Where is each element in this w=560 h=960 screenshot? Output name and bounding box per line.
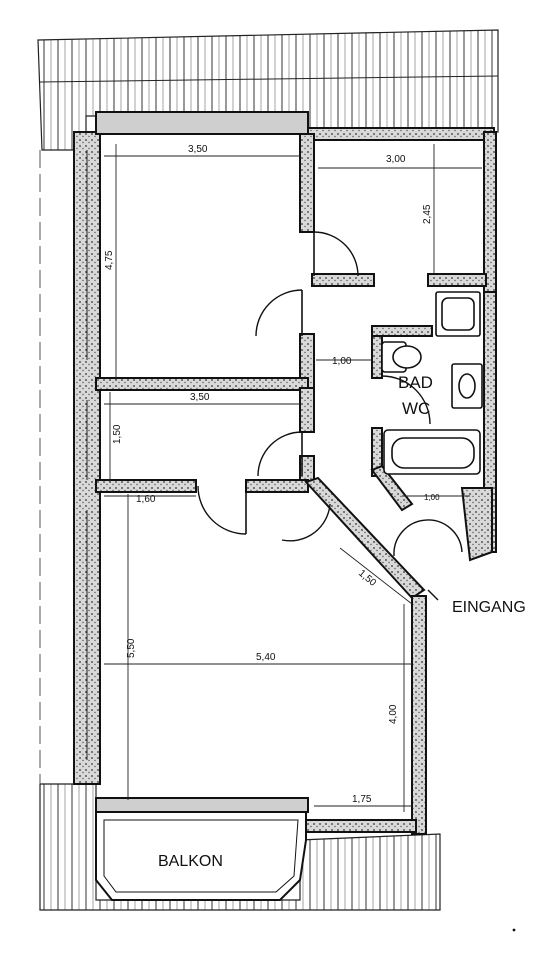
wall-room1-room2: [299, 133, 315, 233]
dim-bath-bottom: 1,00: [424, 493, 440, 502]
wall-room2-bottom: [311, 273, 375, 287]
wall-room1-room3: [95, 377, 309, 391]
dim-living-diag: 1,50: [356, 568, 378, 589]
wall-diagonal-entry: [370, 464, 414, 512]
dim-room2-depth: 2,45: [422, 204, 433, 224]
wall-living-right: [411, 595, 427, 835]
wall-room3-bottom: [95, 479, 197, 493]
dim-room1-width: 3,50: [188, 144, 208, 155]
doors: [197, 230, 463, 601]
wall-right-room2: [483, 131, 497, 293]
dim-living-bottom: 1,75: [352, 794, 372, 805]
dim-living-right-depth: 4,00: [388, 704, 399, 724]
label-balcony: BALKON: [158, 853, 223, 870]
wall-living-bottom: [95, 797, 309, 813]
dim-room3-width: 3,50: [190, 392, 210, 403]
wall-bath-top: [371, 325, 433, 337]
wall-top-room2: [307, 127, 495, 141]
wall-top-room1: [95, 111, 309, 135]
dim-living-depth: 5,50: [126, 638, 137, 658]
wall-room3-bottom2: [245, 479, 309, 493]
wall-entry-right: [460, 487, 493, 562]
dimension-lines: [104, 144, 482, 812]
dim-living-nook: 1,60: [136, 494, 156, 505]
wall-bath-left: [371, 329, 383, 379]
dim-living-width: 5,40: [256, 652, 276, 663]
dim-room3-depth: 1,50: [112, 424, 123, 444]
balcony: [95, 811, 307, 901]
dim-hall-width: 1,00: [332, 356, 352, 367]
label-entrance: EINGANG: [452, 599, 526, 616]
label-bath: BAD: [398, 373, 433, 392]
dim-room2-width: 3,00: [386, 154, 406, 165]
wall-living-bottom-right: [305, 819, 417, 833]
wall-room2-bottom-right: [427, 273, 487, 287]
wall-diagonal-hall: [304, 476, 426, 600]
corner-mark: [512, 928, 516, 932]
bath-fixtures: [381, 291, 483, 475]
wall-room3-right: [299, 387, 315, 433]
dim-room1-depth: 4,75: [104, 250, 115, 270]
label-wc: WC: [402, 399, 430, 418]
